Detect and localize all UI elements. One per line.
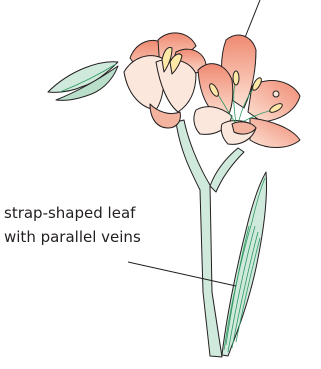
flower-leader-line bbox=[244, 0, 260, 40]
right-flower bbox=[194, 35, 300, 147]
bud-sheath bbox=[48, 62, 118, 101]
strap-leaf bbox=[222, 172, 267, 356]
leaf-label-line2: with parallel veins bbox=[4, 228, 141, 246]
leaf-leader-line bbox=[128, 262, 236, 286]
left-flower bbox=[124, 33, 206, 128]
leaf-label-line1: strap-shaped leaf bbox=[4, 204, 136, 222]
